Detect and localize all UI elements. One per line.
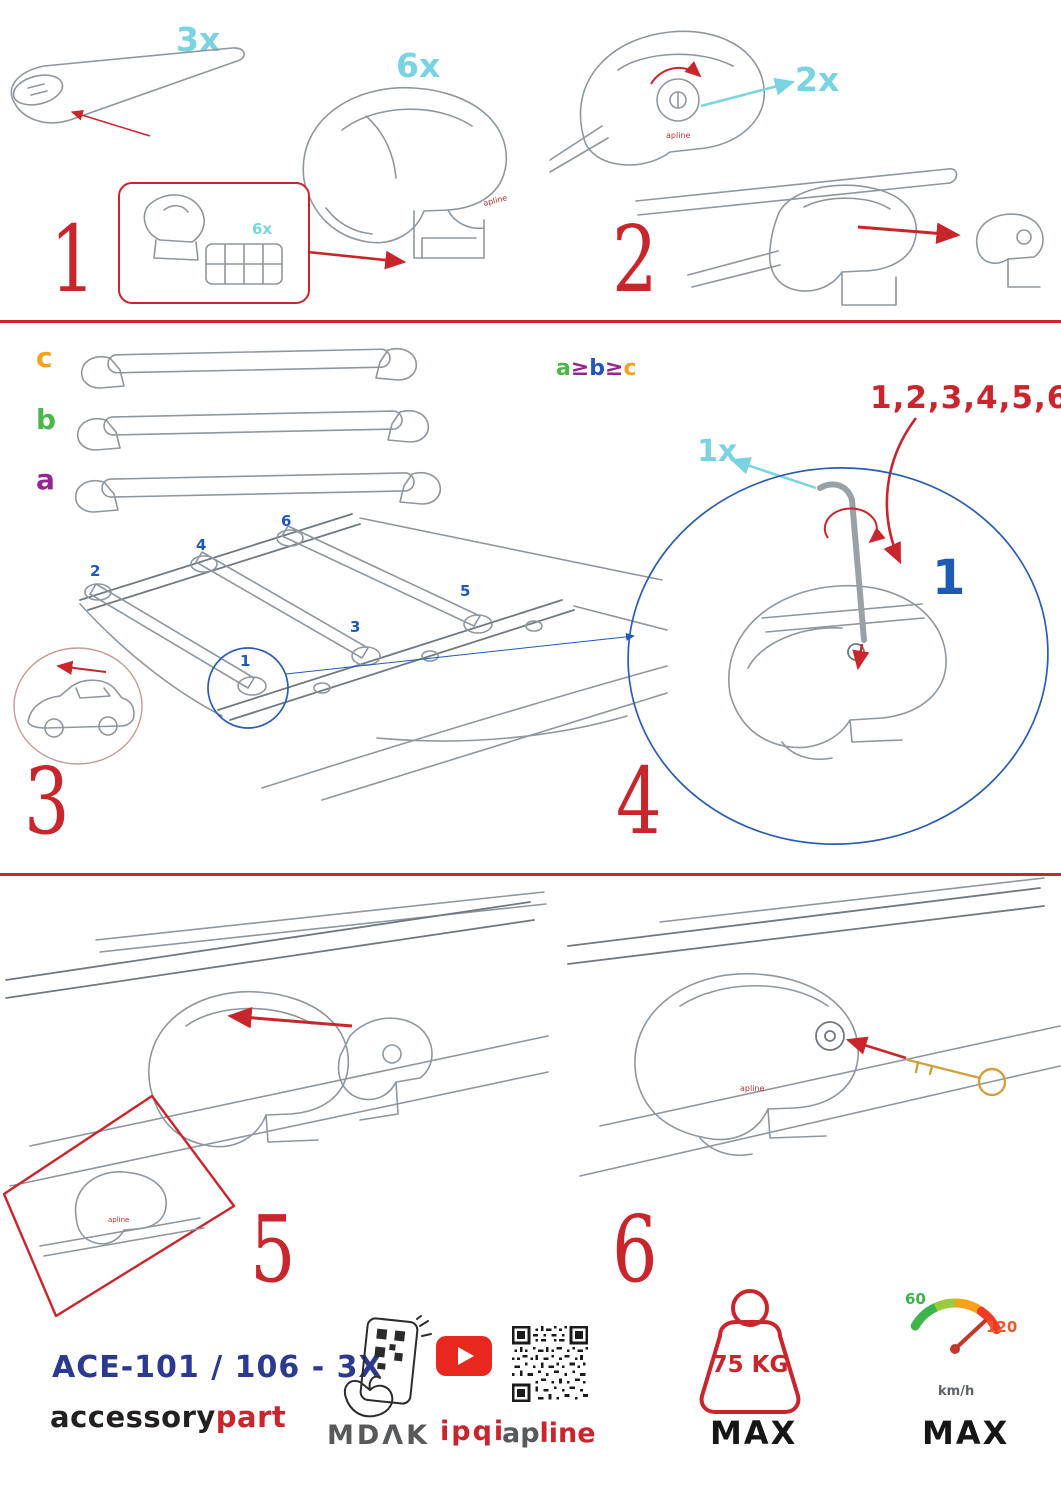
car-direction-drawing <box>13 647 143 765</box>
allen-key-drawing <box>817 481 867 643</box>
qty-foot-label: 6x <box>396 46 441 85</box>
step-5-number: 5 <box>250 1196 296 1303</box>
foot-assembly-drawing: apline <box>302 86 508 259</box>
qr-code-icon <box>512 1326 588 1402</box>
speed-low-text: 60 <box>905 1290 926 1308</box>
partner-mdak-text: MDΛK <box>327 1420 431 1451</box>
foot-logo-text: apline <box>666 131 690 140</box>
locked-foot-frame <box>2 1094 236 1318</box>
crossbar-b <box>76 409 430 451</box>
order-c: c <box>623 356 637 381</box>
partner-ipqi-text: ipqi <box>440 1416 506 1447</box>
zoom-pointer-arrow <box>285 632 635 675</box>
order-geq-2: ≥ <box>605 356 624 381</box>
speedometer-needle <box>953 1319 987 1351</box>
foot-logo-text: apline <box>482 193 508 208</box>
sequence-step-highlight: 1 <box>932 550 966 606</box>
youtube-icon <box>436 1336 492 1376</box>
roof-number-6: 6 <box>281 512 292 530</box>
order-a: a <box>556 356 571 381</box>
crossbar-c <box>80 347 418 389</box>
key-lock-drawing: apline <box>567 877 1061 1177</box>
scan-phone-icon <box>344 1315 432 1418</box>
foot-1-highlight-circle <box>207 647 289 729</box>
speed-unit-text: km/h <box>938 1384 975 1399</box>
apline-line: line <box>539 1418 596 1449</box>
inset-to-foot-arrow <box>307 250 407 270</box>
size-order-text: a≥b≥c <box>556 356 637 381</box>
brand-text: accessorypart <box>50 1400 286 1434</box>
roof-number-1: 1 <box>240 652 251 670</box>
tightening-zoom-drawing <box>627 467 1049 845</box>
foot-logo-text: apline <box>108 1216 129 1224</box>
step-3-number: 3 <box>24 748 70 855</box>
section-divider-1 <box>0 320 1061 323</box>
crossbar-drawing <box>10 47 245 137</box>
foot-top-lock-drawing: apline <box>549 30 765 173</box>
key-drawing <box>906 1058 1007 1097</box>
speed-high-text: 120 <box>986 1318 1018 1336</box>
order-geq-1: ≥ <box>570 356 590 381</box>
roof-number-5: 5 <box>460 582 471 600</box>
bar-foot-assembly-drawing <box>635 168 1044 306</box>
roof-bar-2 <box>195 551 369 659</box>
play-triangle-icon <box>458 1347 474 1365</box>
roof-bar-3 <box>281 525 481 627</box>
foot-logo-text: apline <box>740 1084 764 1093</box>
crossbar-a <box>74 471 442 513</box>
sequence-curved-arrow <box>883 417 918 565</box>
clamp-slide-drawing: apline <box>2 891 549 1318</box>
step-2-number: 2 <box>612 206 658 313</box>
lock-qty-arrow <box>700 77 796 108</box>
zoom-circle <box>627 467 1049 845</box>
max-weight-icon: 75 KG <box>699 1289 801 1414</box>
roof-number-3: 3 <box>350 618 361 636</box>
section-divider-2 <box>0 873 1061 876</box>
bar-size-label-a: a <box>36 463 55 496</box>
bar-size-label-c: c <box>36 341 53 374</box>
pad-detail-drawing <box>143 194 283 285</box>
speed-max-text: MAX <box>922 1414 1010 1452</box>
qty-pad-label: 6x <box>252 220 273 238</box>
roof-number-4: 4 <box>196 536 207 554</box>
pad-inset-box <box>118 182 310 304</box>
roof-number-2: 2 <box>90 562 101 580</box>
apline-ap: ap <box>502 1418 540 1449</box>
roof-bar-1 <box>89 583 255 689</box>
partner-apline-text: apline <box>502 1418 596 1449</box>
weight-value-text: 75 KG <box>712 1352 789 1378</box>
brand-part: part <box>215 1400 287 1434</box>
step-6-number: 6 <box>612 1196 658 1303</box>
speedometer-icon <box>910 1298 1002 1354</box>
tightening-sequence-text: 1,2,3,4,5,6 <box>870 380 1061 416</box>
step-4-number: 4 <box>616 748 662 855</box>
brand-accessory: accessory <box>50 1400 216 1434</box>
key-qty-arrow <box>729 457 817 490</box>
rotate-key-arrow <box>823 507 886 544</box>
bar-size-label-b: b <box>36 403 57 436</box>
weight-max-text: MAX <box>710 1414 798 1452</box>
order-b: b <box>589 356 606 381</box>
roof-installation-drawing <box>79 513 668 801</box>
step-1-number: 1 <box>50 206 96 313</box>
model-code-text: ACE-101 / 106 - 3X <box>52 1350 383 1385</box>
crossbar-sizes-drawing <box>74 347 442 513</box>
qty-lock-label: 2x <box>795 60 840 99</box>
